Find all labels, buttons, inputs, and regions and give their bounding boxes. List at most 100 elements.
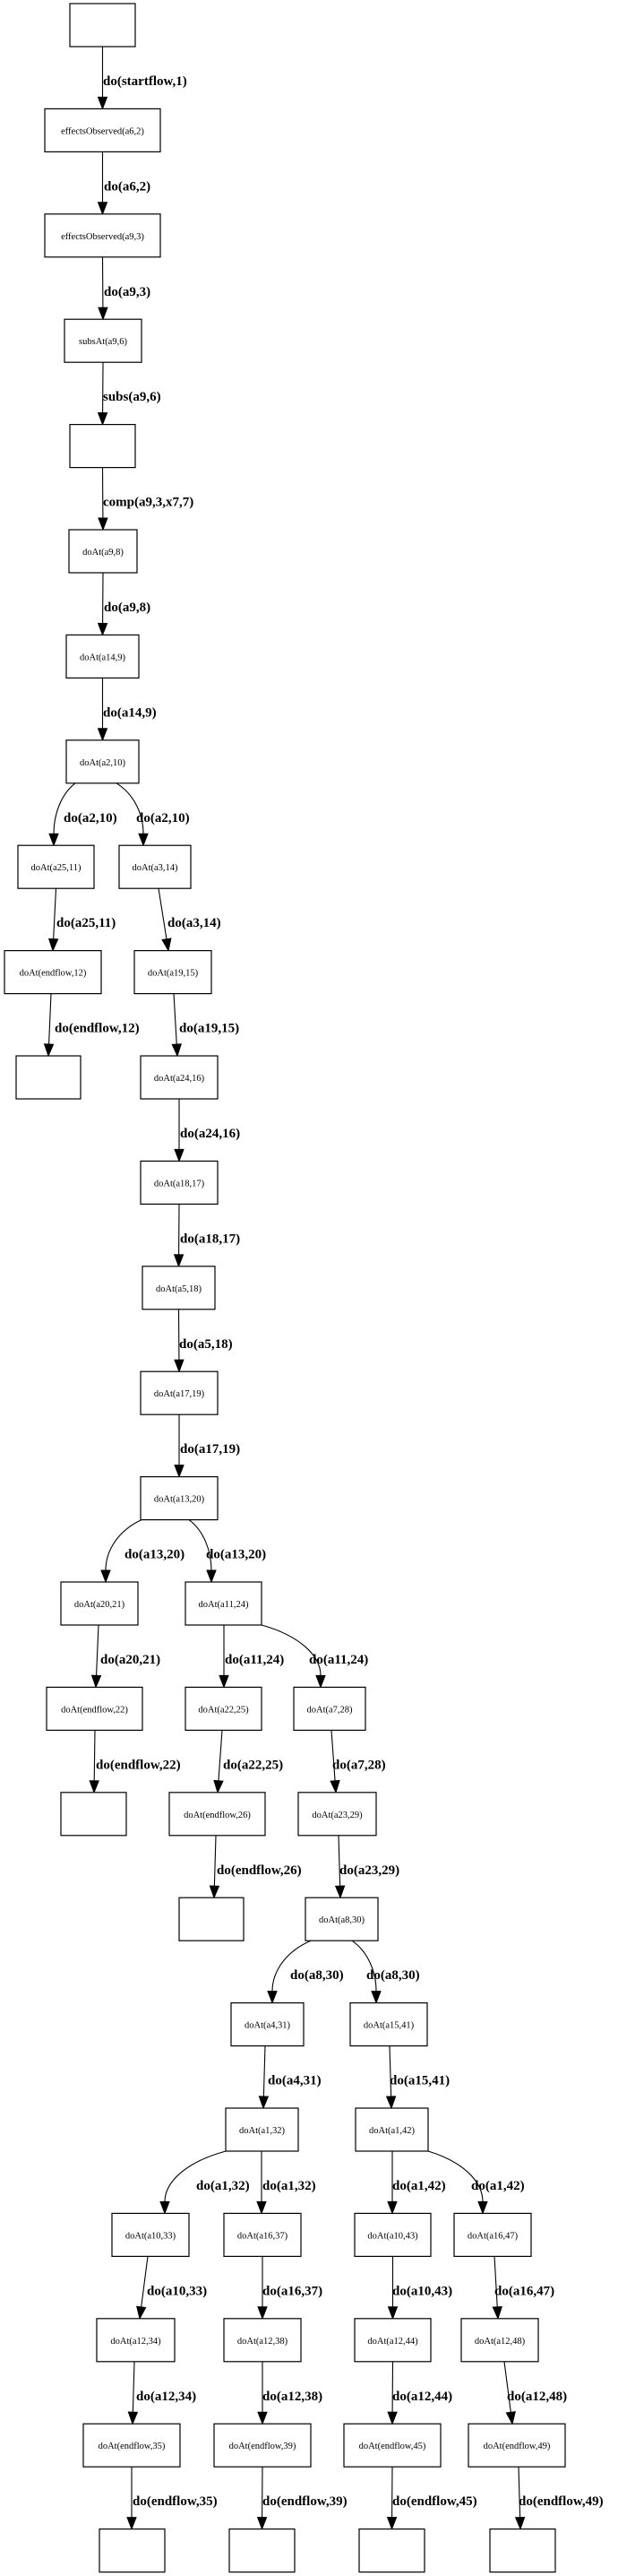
empty-state-node: [228, 2528, 296, 2573]
arrowhead-icon: [213, 1779, 224, 1794]
edge-label: do(a22,25): [223, 1758, 283, 1772]
arrowhead-icon: [315, 1674, 326, 1689]
state-node: doAt(a8,30): [305, 1897, 379, 1941]
arrowhead-icon: [386, 2517, 398, 2530]
transition-edge: do(a25,11): [47, 888, 116, 952]
edge-label: do(a10,33): [147, 2284, 207, 2298]
transition-edge: do(a12,48): [503, 2361, 567, 2425]
node-label: doAt(a11,24): [199, 1600, 249, 1610]
edge-line: [96, 1624, 99, 1676]
arrowhead-icon: [387, 2306, 399, 2321]
node-box: [349, 2002, 428, 2047]
transition-edge: do(a3,14): [158, 888, 221, 952]
edge-label: do(a3,14): [167, 916, 221, 930]
state-node: doAt(a25,11): [17, 844, 95, 889]
node-box: [60, 1581, 139, 1626]
transition-edge: do(a19,15): [171, 993, 239, 1058]
edge-line: [503, 2361, 511, 2413]
edge-line: [93, 1730, 96, 1781]
node-label: doAt(a18,17): [154, 1179, 205, 1189]
state-node: doAt(a12,34): [96, 2318, 176, 2363]
edge-label: do(a1,42): [471, 2179, 525, 2193]
node-label: effectsObserved(a6,2): [61, 126, 144, 136]
node-box: [64, 318, 142, 363]
edge-line: [330, 1730, 336, 1781]
node-label: doAt(a5,18): [156, 1284, 202, 1294]
state-node: subsAt(a9,6): [64, 318, 142, 363]
transition-edge: do(endflow,45): [386, 2467, 477, 2530]
state-node: doAt(a12,44): [354, 2318, 432, 2363]
edge-label: do(a1,42): [392, 2179, 446, 2193]
node-label: doAt(a16,47): [468, 2231, 519, 2241]
node-label: doAt(a12,44): [367, 2337, 418, 2347]
node-label: doAt(a10,43): [367, 2231, 418, 2241]
state-node: doAt(a20,21): [60, 1581, 139, 1626]
transition-edge: do(endflow,35): [126, 2467, 218, 2530]
edge-label: do(a19,15): [179, 1022, 239, 1036]
arrowhead-icon: [173, 1254, 185, 1268]
edge-line: [141, 2256, 149, 2307]
node-label: doAt(a17,19): [154, 1389, 205, 1399]
node-label: doAt(a22,25): [198, 1705, 249, 1715]
edge-label: do(a9,3): [104, 285, 150, 299]
node-box: [46, 1686, 143, 1732]
arrowhead-icon: [514, 2516, 526, 2530]
empty-state-node: [15, 1055, 82, 1100]
state-node: doAt(a1,32): [225, 2107, 299, 2152]
transition-edge: do(a16,47): [492, 2256, 554, 2321]
node-box: [69, 3, 136, 48]
arrowhead-icon: [257, 2411, 268, 2425]
empty-state-node: [69, 3, 136, 48]
arrowhead-icon: [136, 2305, 147, 2321]
transition-edge: do(a9,3): [98, 256, 150, 321]
transition-edge: do(endflow,22): [89, 1730, 181, 1794]
transition-edge: do(a12,44): [387, 2361, 452, 2425]
edge-label: do(a10,43): [392, 2284, 452, 2298]
edge-label: do(a15,41): [390, 2074, 450, 2088]
edge-label: do(a8,30): [290, 1968, 344, 1983]
transition-edge: do(a16,37): [257, 2256, 322, 2321]
arrowhead-icon: [209, 1885, 220, 1899]
state-node: doAt(a15,41): [349, 2002, 428, 2047]
edge-label: do(a6,2): [104, 179, 150, 194]
arrowhead-icon: [171, 1043, 182, 1058]
node-box: [213, 2423, 312, 2468]
node-label: doAt(endflow,35): [99, 2442, 166, 2451]
transition-edge: do(endflow,39): [256, 2467, 348, 2530]
edges-layer: do(startflow,1)do(a6,2)do(a9,3)subs(a9,6…: [43, 47, 604, 2530]
edge-label: do(a9,8): [104, 601, 150, 615]
node-label: doAt(a3,14): [132, 863, 178, 873]
state-node: doAt(a12,48): [460, 2318, 539, 2363]
edge-label: do(endflow,45): [392, 2494, 477, 2509]
transition-edge: do(endflow,12): [43, 993, 140, 1058]
node-box: [82, 2423, 181, 2468]
state-node: doAt(endflow,45): [343, 2423, 442, 2468]
edge-line: [218, 1730, 223, 1781]
node-box: [140, 1055, 219, 1100]
node-label: doAt(a1,42): [369, 2126, 416, 2136]
edge-label: subs(a9,6): [103, 390, 161, 404]
empty-state-node: [358, 2528, 425, 2573]
transition-edge: do(a23,29): [334, 1835, 399, 1899]
empty-state-node: [69, 424, 136, 469]
edge-label: do(a2,10): [64, 811, 117, 826]
transition-edge: do(a8,30): [351, 1940, 420, 2004]
node-box: [60, 1792, 127, 1837]
transition-edge: subs(a9,6): [97, 362, 161, 426]
node-label: doAt(a24,16): [154, 1074, 205, 1084]
node-box: [178, 1897, 245, 1941]
edge-line: [261, 1624, 322, 1676]
edge-label: do(endflow,22): [96, 1758, 181, 1772]
edge-label: do(a16,47): [494, 2284, 554, 2298]
edge-line: [271, 1940, 312, 1992]
node-label: doAt(a13,20): [154, 1495, 205, 1505]
arrowhead-icon: [267, 1991, 278, 2004]
node-box: [118, 844, 192, 889]
node-label: doAt(a7,28): [306, 1705, 353, 1715]
state-node: doAt(a10,33): [111, 2212, 190, 2257]
arrowhead-icon: [385, 2096, 397, 2110]
node-box: [223, 2212, 302, 2257]
node-box: [230, 2002, 305, 2047]
edge-label: do(a20,21): [100, 1653, 160, 1667]
arrowhead-icon: [127, 2411, 139, 2425]
